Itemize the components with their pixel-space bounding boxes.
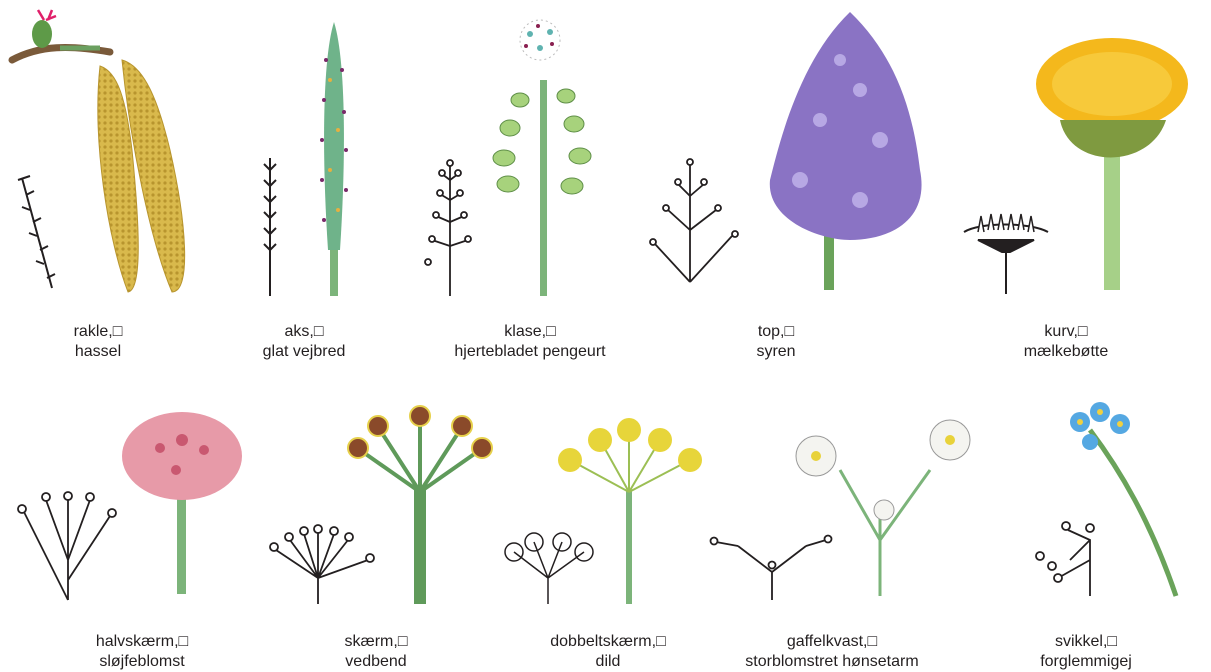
caption-dobbeltskaerm: dobbeltskærm,□ dild xyxy=(488,632,728,672)
caption-plant: syren xyxy=(656,342,896,362)
dill-umbel-illustration xyxy=(558,418,702,604)
kurv-diagram xyxy=(964,214,1048,294)
caption-skaerm: skærm,□ vedbend xyxy=(256,632,496,672)
caption-type: klase,□ xyxy=(410,322,650,342)
chickweed-illustration xyxy=(796,420,970,596)
caption-type: halvskærm,□ xyxy=(22,632,262,652)
top-diagram xyxy=(650,159,738,282)
caption-kurv: kurv,□ mælkebøtte xyxy=(946,322,1186,362)
rakle-diagram xyxy=(18,176,55,288)
skaerm-diagram xyxy=(270,525,374,604)
caption-type: dobbeltskærm,□ xyxy=(488,632,728,652)
dandelion-head-illustration xyxy=(1036,38,1188,290)
aks-diagram xyxy=(264,158,276,296)
dobbeltskaerm-diagram xyxy=(505,533,593,604)
caption-top: top,□ syren xyxy=(656,322,896,362)
halvskaerm-diagram xyxy=(18,492,116,600)
klase-diagram xyxy=(425,160,471,296)
caption-plant: vedbend xyxy=(256,652,496,672)
caption-type: kurv,□ xyxy=(946,322,1186,342)
caption-type: top,□ xyxy=(656,322,896,342)
ivy-umbel-illustration xyxy=(348,406,492,604)
caption-plant: dild xyxy=(488,652,728,672)
candytuft-illustration xyxy=(122,412,242,594)
forget-me-not-illustration xyxy=(1070,402,1176,596)
caption-plant: mælkebøtte xyxy=(946,342,1186,362)
caption-halvskaerm: halvskærm,□ sløjfeblomst xyxy=(22,632,262,672)
caption-aks: aks,□ glat vejbred xyxy=(184,322,424,362)
caption-svikkel: svikkel,□ forglemmigej xyxy=(966,632,1206,672)
pennycress-raceme-illustration xyxy=(493,20,591,296)
caption-klase: klase,□ hjertebladet pengeurt xyxy=(410,322,650,362)
hazel-catkin-illustration xyxy=(12,10,185,292)
plantain-spike-illustration xyxy=(320,22,348,296)
caption-plant: forglemmigej xyxy=(966,652,1206,672)
gaffelkvast-diagram xyxy=(711,536,832,601)
caption-type: gaffelkvast,□ xyxy=(712,632,952,652)
caption-gaffelkvast: gaffelkvast,□ storblomstret hønsetarm xyxy=(712,632,952,672)
caption-plant: sløjfeblomst xyxy=(22,652,262,672)
caption-plant: hjertebladet pengeurt xyxy=(410,342,650,362)
lilac-panicle-illustration xyxy=(770,12,922,290)
caption-type: svikkel,□ xyxy=(966,632,1206,652)
caption-plant: storblomstret hønsetarm xyxy=(712,652,952,672)
caption-type: skærm,□ xyxy=(256,632,496,652)
caption-type: aks,□ xyxy=(184,322,424,342)
caption-plant: glat vejbred xyxy=(184,342,424,362)
svikkel-diagram xyxy=(1036,522,1094,596)
